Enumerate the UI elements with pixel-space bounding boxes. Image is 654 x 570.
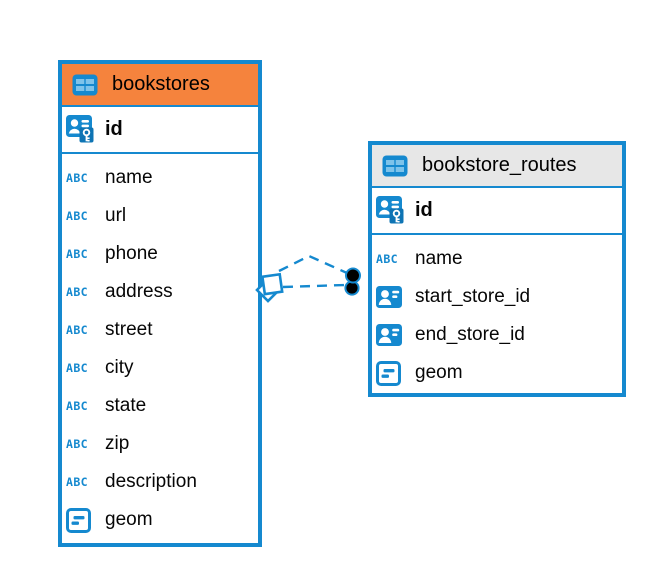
- person-key-icon: [376, 196, 406, 225]
- column-row-geom[interactable]: geom: [372, 354, 622, 392]
- table-bookstores-header[interactable]: bookstores: [62, 64, 258, 107]
- relationship-dot-marker[interactable]: [345, 267, 361, 284]
- abc-icon: ABC: [66, 399, 88, 413]
- column-row-description[interactable]: ABC description: [62, 463, 258, 501]
- column-row-city[interactable]: ABC city: [62, 349, 258, 387]
- column-name: phone: [105, 243, 158, 264]
- column-name: start_store_id: [415, 286, 531, 307]
- column-row-name[interactable]: ABC name: [372, 240, 622, 278]
- table-bookstore-routes-title: bookstore_routes: [422, 154, 577, 176]
- column-row-url[interactable]: ABC url: [62, 197, 258, 235]
- abc-icon: ABC: [66, 437, 88, 451]
- abc-icon: ABC: [66, 361, 88, 375]
- column-name: id: [105, 118, 123, 140]
- relationship-line-2[interactable]: [282, 283, 346, 289]
- relationship-diamond-marker[interactable]: [260, 272, 284, 296]
- table-bookstore-routes-pk-section: id: [372, 188, 622, 235]
- column-name: end_store_id: [415, 324, 525, 345]
- table-icon: [72, 74, 102, 96]
- column-row-address[interactable]: ABC address: [62, 273, 258, 311]
- column-name: city: [105, 357, 134, 378]
- column-name: name: [415, 248, 463, 269]
- column-name: address: [105, 281, 173, 302]
- column-row-id[interactable]: id: [62, 107, 258, 152]
- person-card-icon: [376, 324, 406, 346]
- column-row-name[interactable]: ABC name: [62, 159, 258, 197]
- column-row-state[interactable]: ABC state: [62, 387, 258, 425]
- column-name: url: [105, 205, 127, 226]
- geometry-icon: [376, 360, 406, 386]
- abc-icon: ABC: [66, 475, 88, 489]
- column-row-end_store_id[interactable]: end_store_id: [372, 316, 622, 354]
- person-card-icon: [376, 286, 406, 308]
- table-bookstores-title: bookstores: [112, 73, 210, 95]
- column-name: id: [415, 199, 433, 221]
- column-name: zip: [105, 433, 130, 454]
- column-row-street[interactable]: ABC street: [62, 311, 258, 349]
- abc-icon: ABC: [66, 323, 88, 337]
- column-row-geom[interactable]: geom: [62, 501, 258, 539]
- relationship-line-1[interactable]: [278, 254, 348, 275]
- column-name: name: [105, 167, 153, 188]
- column-row-zip[interactable]: ABC zip: [62, 425, 258, 463]
- table-bookstore-routes-columns: ABC name start_store_id end_store_id geom: [372, 235, 622, 392]
- geometry-icon: [66, 507, 96, 533]
- abc-icon: ABC: [66, 171, 88, 185]
- column-name: description: [105, 471, 197, 492]
- column-name: geom: [415, 362, 463, 383]
- column-row-phone[interactable]: ABC phone: [62, 235, 258, 273]
- column-name: state: [105, 395, 147, 416]
- person-key-icon: [66, 115, 96, 144]
- column-name: geom: [105, 509, 153, 530]
- table-icon: [382, 155, 412, 177]
- table-bookstores-pk-section: id: [62, 107, 258, 154]
- column-name: street: [105, 319, 153, 340]
- abc-icon: ABC: [66, 285, 88, 299]
- column-row-id[interactable]: id: [372, 188, 622, 233]
- column-row-start_store_id[interactable]: start_store_id: [372, 278, 622, 316]
- table-bookstore-routes-header[interactable]: bookstore_routes: [372, 145, 622, 188]
- abc-icon: ABC: [66, 247, 88, 261]
- abc-icon: ABC: [66, 209, 88, 223]
- table-bookstore-routes[interactable]: bookstore_routes id ABC name start_store_…: [368, 141, 626, 397]
- abc-icon: ABC: [376, 252, 398, 266]
